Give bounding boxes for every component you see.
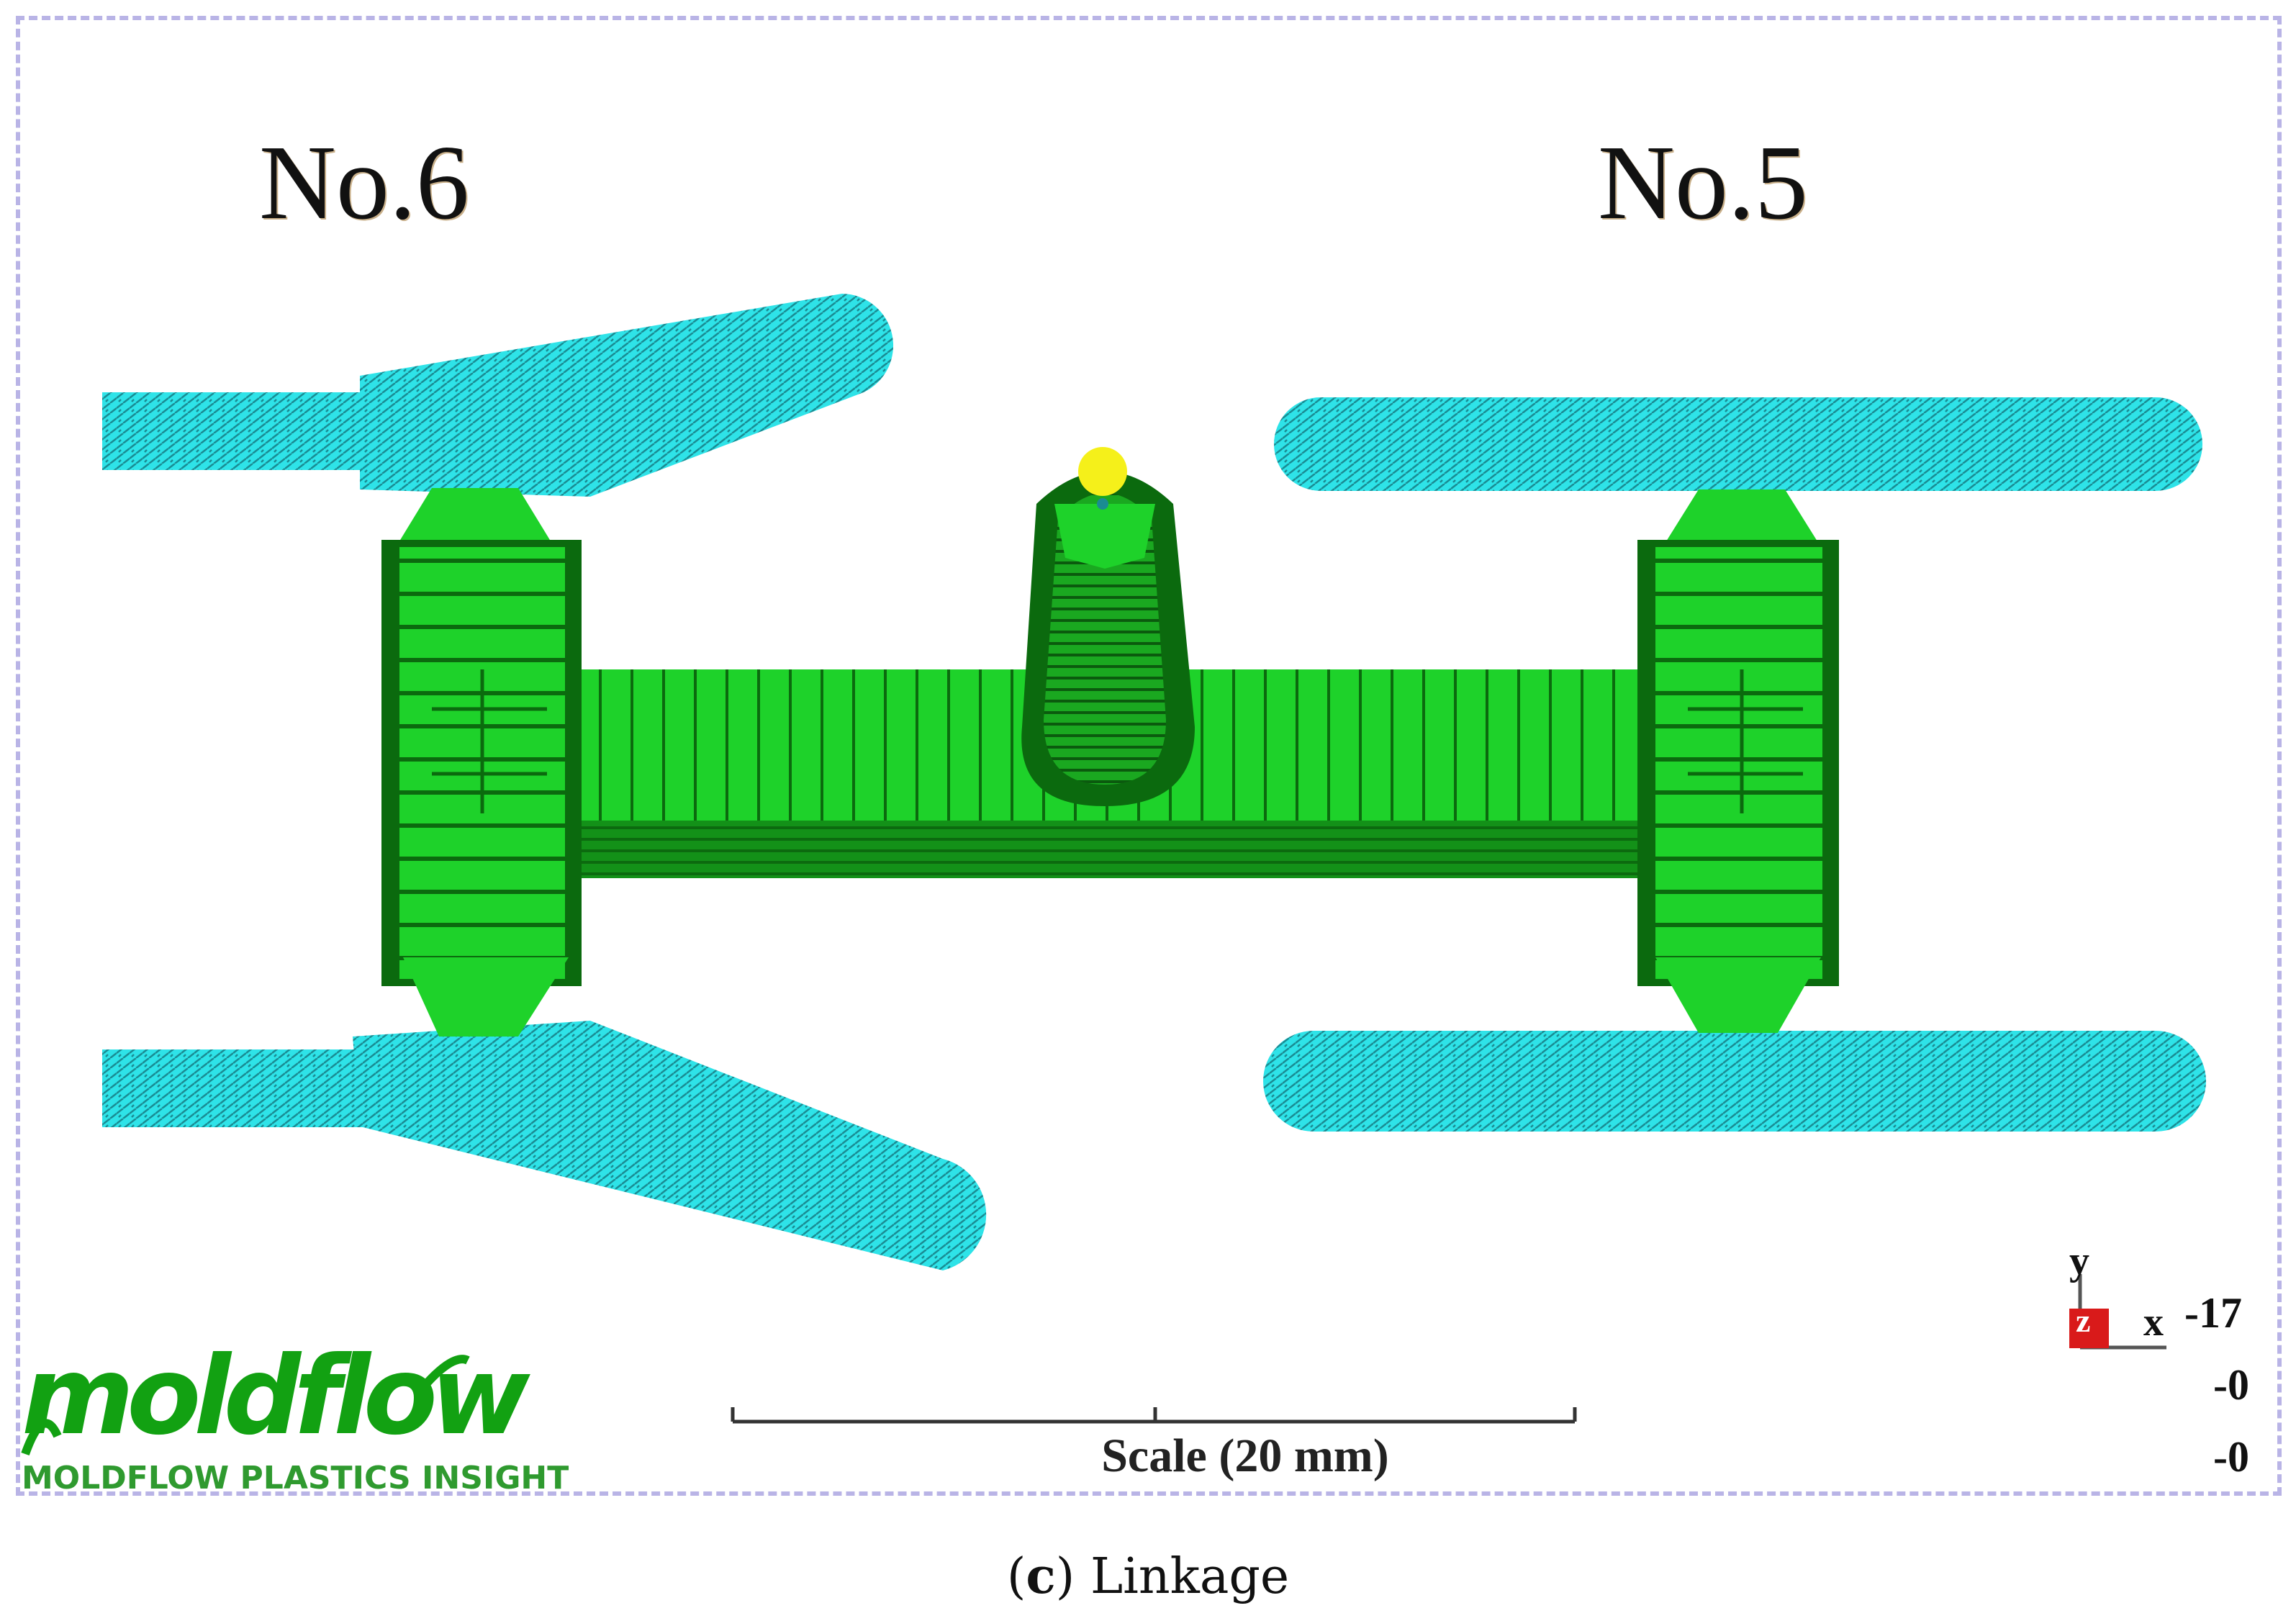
injection-point bbox=[1078, 447, 1127, 496]
coordinate-readout-1: -17 bbox=[2184, 1289, 2242, 1337]
coordinate-readout-2: -0 bbox=[2213, 1361, 2249, 1409]
axis-label-z: z bbox=[2076, 1302, 2091, 1339]
scale-label: Scale (20 mm) bbox=[1101, 1430, 1389, 1482]
sprue bbox=[1021, 471, 1195, 806]
right-runner-block bbox=[1637, 489, 1839, 1033]
part-no6-upper-arm bbox=[102, 294, 894, 497]
caption-title: Linkage bbox=[1090, 1548, 1290, 1605]
axis-label-x: x bbox=[2143, 1300, 2164, 1345]
part-no5-lower-bar bbox=[1263, 1031, 2206, 1132]
scale-bar bbox=[731, 1407, 1577, 1424]
moldflow-logo: moldflow bbox=[22, 1334, 530, 1459]
axis-triad bbox=[2069, 1274, 2166, 1350]
axis-label-y: y bbox=[2069, 1239, 2089, 1283]
figure-caption: (c) Linkage bbox=[1006, 1548, 1290, 1605]
moldflow-logo-subtitle: MOLDFLOW PLASTICS INSIGHT bbox=[22, 1460, 569, 1496]
caption-letter: c bbox=[1026, 1548, 1056, 1605]
model-label-no6: No.6 bbox=[259, 124, 469, 242]
part-no5-upper-bar bbox=[1274, 397, 2202, 491]
moldflow-logo-swoosh bbox=[21, 1355, 470, 1456]
model-label-no5: No.5 bbox=[1598, 124, 1808, 242]
coordinate-readout-3: -0 bbox=[2213, 1433, 2249, 1481]
left-runner-block bbox=[381, 488, 582, 1037]
part-no6-lower-arm bbox=[102, 1021, 987, 1270]
